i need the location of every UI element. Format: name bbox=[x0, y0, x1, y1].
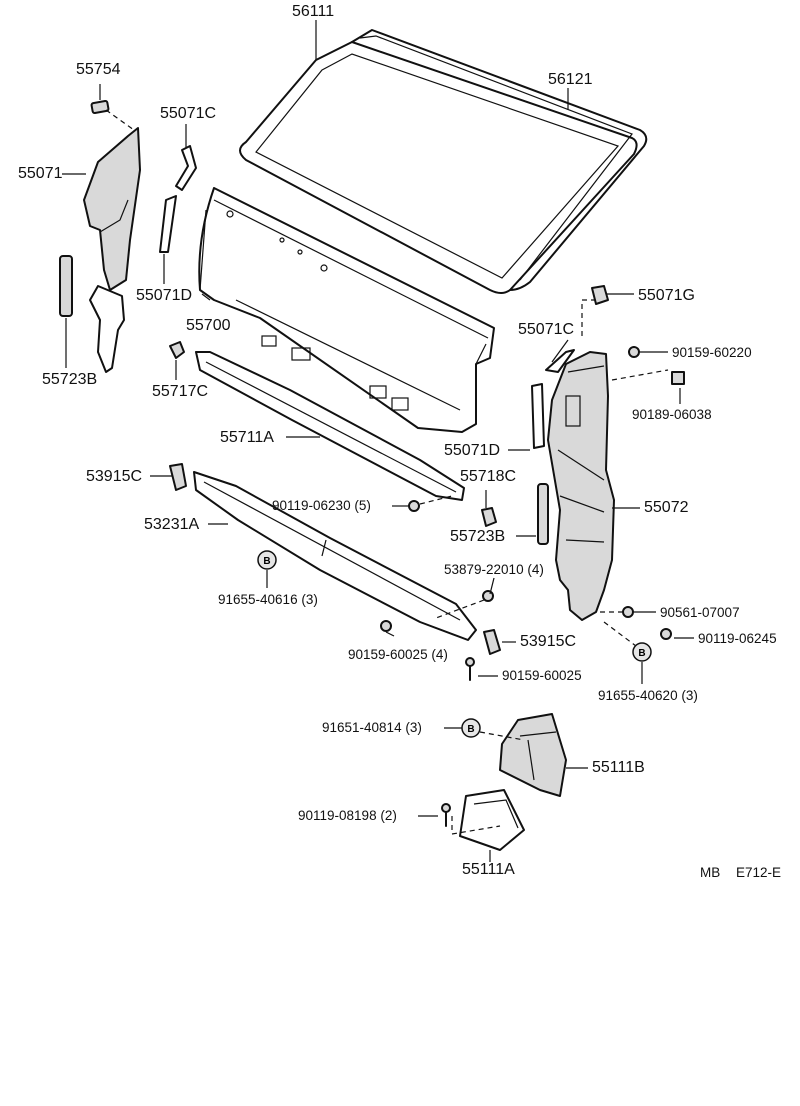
label-55700: 55700 bbox=[186, 317, 231, 334]
strip-55723b-right bbox=[537, 483, 549, 545]
cap-53915c-left bbox=[169, 463, 187, 491]
clip-55071g bbox=[591, 285, 609, 305]
svg-text:B: B bbox=[467, 724, 474, 735]
bracket-55111a bbox=[459, 789, 525, 851]
left-strip-55723b bbox=[59, 255, 73, 317]
right-quarter-trim bbox=[547, 351, 615, 621]
label-90189-06038: 90189-06038 bbox=[632, 407, 712, 422]
label-91655-40620: 91655-40620 (3) bbox=[598, 688, 698, 703]
label-53915c-left: 53915C bbox=[86, 468, 143, 485]
garnish-55711a bbox=[195, 351, 465, 501]
label-90159-60025: 90159-60025 bbox=[502, 668, 582, 683]
svg-text:B: B bbox=[638, 648, 645, 659]
back-door-glass bbox=[239, 41, 638, 294]
label-55111a: 55111A bbox=[462, 861, 515, 878]
back-door-panel bbox=[198, 187, 495, 433]
label-55072: 55072 bbox=[644, 499, 689, 516]
bracket-55111b bbox=[499, 713, 567, 797]
label-55723b-left: 55723B bbox=[42, 371, 98, 388]
label-55718c: 55718C bbox=[460, 468, 517, 485]
clip-55717c bbox=[169, 341, 185, 359]
strip-55071d-left bbox=[159, 195, 177, 253]
label-90159-60220: 90159-60220 bbox=[672, 345, 752, 360]
leader-lines bbox=[62, 20, 694, 862]
badge-91655-40620: B bbox=[632, 642, 652, 662]
clip-55071c-left bbox=[175, 145, 197, 191]
label-90561-07007: 90561-07007 bbox=[660, 605, 740, 620]
badge-91651-40814: B bbox=[461, 718, 481, 738]
label-55711a: 55711A bbox=[220, 429, 274, 446]
label-55717c: 55717C bbox=[152, 383, 209, 400]
label-90119-06245: 90119-06245 bbox=[698, 631, 777, 646]
badge-91655-40616: B bbox=[257, 550, 277, 570]
label-90159-60025-4: 90159-60025 (4) bbox=[348, 647, 448, 662]
svg-text:B: B bbox=[263, 556, 270, 567]
lower-garnish-53231a bbox=[193, 471, 477, 641]
label-91651-40814: 91651-40814 (3) bbox=[322, 720, 422, 735]
label-55071c-left: 55071C bbox=[160, 105, 217, 122]
label-55723b-right: 55723B bbox=[450, 528, 506, 545]
strip-55071d-right bbox=[531, 383, 545, 449]
label-56121: 56121 bbox=[548, 71, 593, 88]
label-55071g: 55071G bbox=[638, 287, 695, 304]
label-53915c-right: 53915C bbox=[520, 633, 577, 650]
label-55111b: 55111B bbox=[592, 759, 645, 776]
label-90119-06230: 90119-06230 (5) bbox=[272, 498, 371, 513]
cap-53915c-right bbox=[483, 629, 501, 655]
label-53231a: 53231A bbox=[144, 516, 200, 533]
label-56111: 56111 bbox=[292, 3, 335, 20]
label-91655-40616: 91655-40616 (3) bbox=[218, 592, 318, 607]
label-55071d-right: 55071D bbox=[444, 442, 501, 459]
clip-55718c bbox=[481, 507, 497, 527]
clip-55071c-right bbox=[545, 349, 575, 373]
label-55071c-right: 55071C bbox=[518, 321, 575, 338]
reference-code: E712-E bbox=[736, 865, 782, 880]
label-53879-22010: 53879-22010 (4) bbox=[444, 562, 544, 577]
left-pillar-trim bbox=[83, 127, 141, 373]
glass-weatherstrip bbox=[351, 29, 648, 291]
label-55754: 55754 bbox=[76, 61, 121, 78]
label-55071: 55071 bbox=[18, 165, 63, 182]
label-90119-08198: 90119-08198 (2) bbox=[298, 808, 397, 823]
clip-55754 bbox=[90, 100, 110, 114]
reference-mb: MB bbox=[700, 865, 721, 880]
label-55071d-left: 55071D bbox=[136, 287, 193, 304]
